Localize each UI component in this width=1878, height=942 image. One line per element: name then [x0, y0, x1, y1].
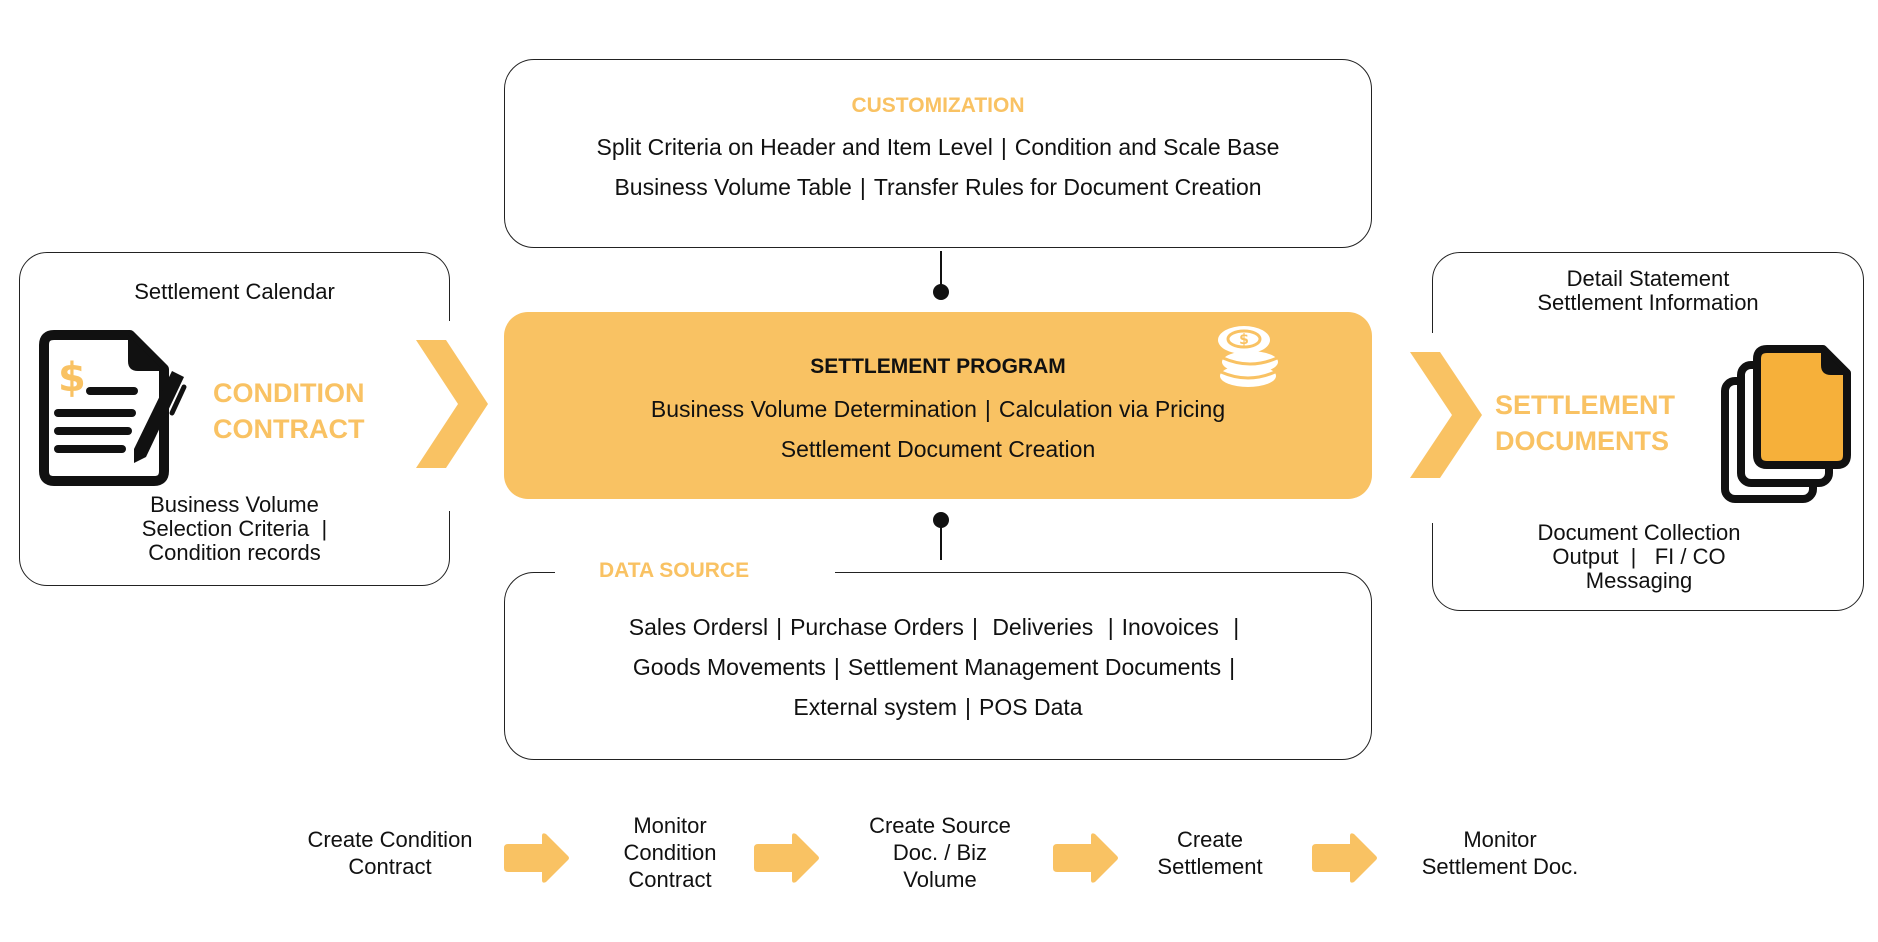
connector-line-bottom [940, 520, 942, 560]
detail-line: Selection Criteria | [141, 516, 328, 541]
contract-document-icon: $ [39, 330, 187, 486]
separator: | [859, 174, 866, 200]
arrow-right-icon [1312, 833, 1377, 883]
detail-line: Business Volume [150, 492, 319, 517]
detail-line: Settlement Information [1537, 290, 1759, 315]
customization-item: Split Criteria on Header and Item Level [596, 134, 993, 160]
customization-title: CUSTOMIZATION [851, 94, 1025, 117]
separator: | [1229, 654, 1236, 680]
data-source-line: Sales Ordersl | Purchase Orders | Deliverie… [505, 607, 1371, 647]
separator: | [1000, 134, 1007, 160]
arrow-right-icon [504, 833, 569, 883]
settlement-program-lines: Business Volume Determination | Calculatio… [504, 389, 1372, 469]
connector-dot-top [933, 284, 949, 300]
chevron-right-icon [416, 340, 488, 468]
step-line: Settlement [1157, 854, 1263, 879]
data-source-item: External system [793, 694, 958, 720]
customization-item: Condition and Scale Base [1014, 134, 1280, 160]
process-step: Create Condition Contract [285, 826, 495, 880]
separator: | [833, 654, 840, 680]
data-source-item: Inovoices [1121, 614, 1219, 640]
customization-item: Transfer Rules for Document Creation [873, 174, 1262, 200]
settlement-program-title: SETTLEMENT PROGRAM [810, 355, 1066, 378]
customization-lines: Split Criteria on Header and Item Level |… [505, 127, 1371, 207]
customization-line: Business Volume Table | Transfer Rules for… [505, 167, 1371, 207]
separator: | [965, 694, 972, 720]
detail-line: Condition records [148, 540, 321, 565]
process-step: Create Source Doc. / Biz Volume [835, 812, 1045, 893]
document-stack-icon [1721, 345, 1851, 503]
detail-line: Messaging [1585, 568, 1693, 593]
step-line: Create [1176, 827, 1244, 852]
label-line: SETTLEMENT [1495, 390, 1675, 420]
step-line: Contract [348, 854, 432, 879]
program-item: Calculation via Pricing [998, 396, 1226, 422]
data-source-title: DATA SOURCE [593, 559, 756, 583]
data-source-item: POS Data [979, 694, 1083, 720]
condition-contract-label: CONDITION CONTRACT [213, 375, 365, 447]
detail-line: Detail Statement [1566, 266, 1730, 291]
detail-line: Output | FI / CO [1552, 544, 1726, 569]
customization-item: Business Volume Table [614, 174, 852, 200]
condition-contract-panel: Settlement Calendar $ CONDITION CONTRACT… [19, 252, 452, 586]
data-source-box: DATA SOURCE Sales Ordersl | Purchase Order… [504, 559, 1372, 760]
separator: | [1233, 614, 1240, 640]
step-line: Create Condition [307, 827, 473, 852]
svg-text:$: $ [1239, 332, 1249, 348]
arrow-right-icon [1053, 833, 1118, 883]
coins-icon: $ [1218, 326, 1278, 387]
step-line: Monitor [633, 813, 707, 838]
separator: | [1107, 614, 1114, 640]
separator: | [971, 614, 978, 640]
step-line: Doc. / Biz [892, 840, 988, 865]
border-gap [446, 321, 452, 511]
step-line: Monitor [1463, 827, 1537, 852]
settlement-documents-top: Detail Statement Settlement Information [1433, 267, 1863, 315]
data-source-line: Goods Movements | Settlement Management Do… [505, 647, 1371, 687]
data-source-lines: Sales Ordersl | Purchase Orders | Deliverie… [505, 607, 1371, 727]
svg-text:$: $ [58, 355, 86, 401]
program-item: Business Volume Determination [650, 396, 977, 422]
step-line: Condition [623, 840, 717, 865]
process-step: Monitor Settlement Doc. [1395, 826, 1605, 880]
border-gap [1430, 333, 1436, 523]
label-line: DOCUMENTS [1495, 426, 1669, 456]
data-source-item: Goods Movements [632, 654, 826, 680]
separator: | [776, 614, 783, 640]
settlement-program-box: $ SETTLEMENT PROGRAM Business Volume Det… [504, 312, 1372, 499]
step-line: Create Source [869, 813, 1011, 838]
settlement-documents-panel: Detail Statement Settlement Information … [1430, 252, 1864, 611]
customization-line: Split Criteria on Header and Item Level |… [505, 127, 1371, 167]
process-step: Monitor Condition Contract [585, 812, 755, 893]
condition-contract-details: Business Volume Selection Criteria | Con… [20, 493, 449, 565]
settlement-documents-details: Document Collection Output | FI / CO Mes… [1433, 521, 1863, 593]
process-step: Create Settlement [1130, 826, 1290, 880]
data-source-item: Deliveries [992, 614, 1094, 640]
data-source-item: Purchase Orders [790, 614, 964, 640]
data-source-line: External system | POS Data [505, 687, 1371, 727]
step-line: Volume [903, 867, 977, 892]
connector-line-top [940, 251, 942, 285]
step-line: Contract [628, 867, 712, 892]
data-source-item: Sales Ordersl [628, 614, 769, 640]
label-line: CONDITION [213, 378, 365, 408]
step-line: Settlement Doc. [1421, 854, 1579, 879]
chevron-right-icon [1410, 352, 1482, 478]
program-item: Settlement Document Creation [780, 436, 1096, 462]
arrow-right-icon [754, 833, 819, 883]
settlement-calendar-label: Settlement Calendar [134, 279, 335, 304]
data-source-item: Settlement Management Documents [847, 654, 1222, 680]
settlement-documents-label: SETTLEMENT DOCUMENTS [1495, 387, 1675, 459]
customization-box: CUSTOMIZATION Split Criteria on Header a… [504, 59, 1372, 248]
settlement-program-line: Settlement Document Creation [504, 429, 1372, 469]
detail-line: Document Collection [1537, 520, 1741, 545]
separator: | [984, 396, 991, 422]
settlement-program-line: Business Volume Determination | Calculatio… [504, 389, 1372, 429]
label-line: CONTRACT [213, 414, 365, 444]
